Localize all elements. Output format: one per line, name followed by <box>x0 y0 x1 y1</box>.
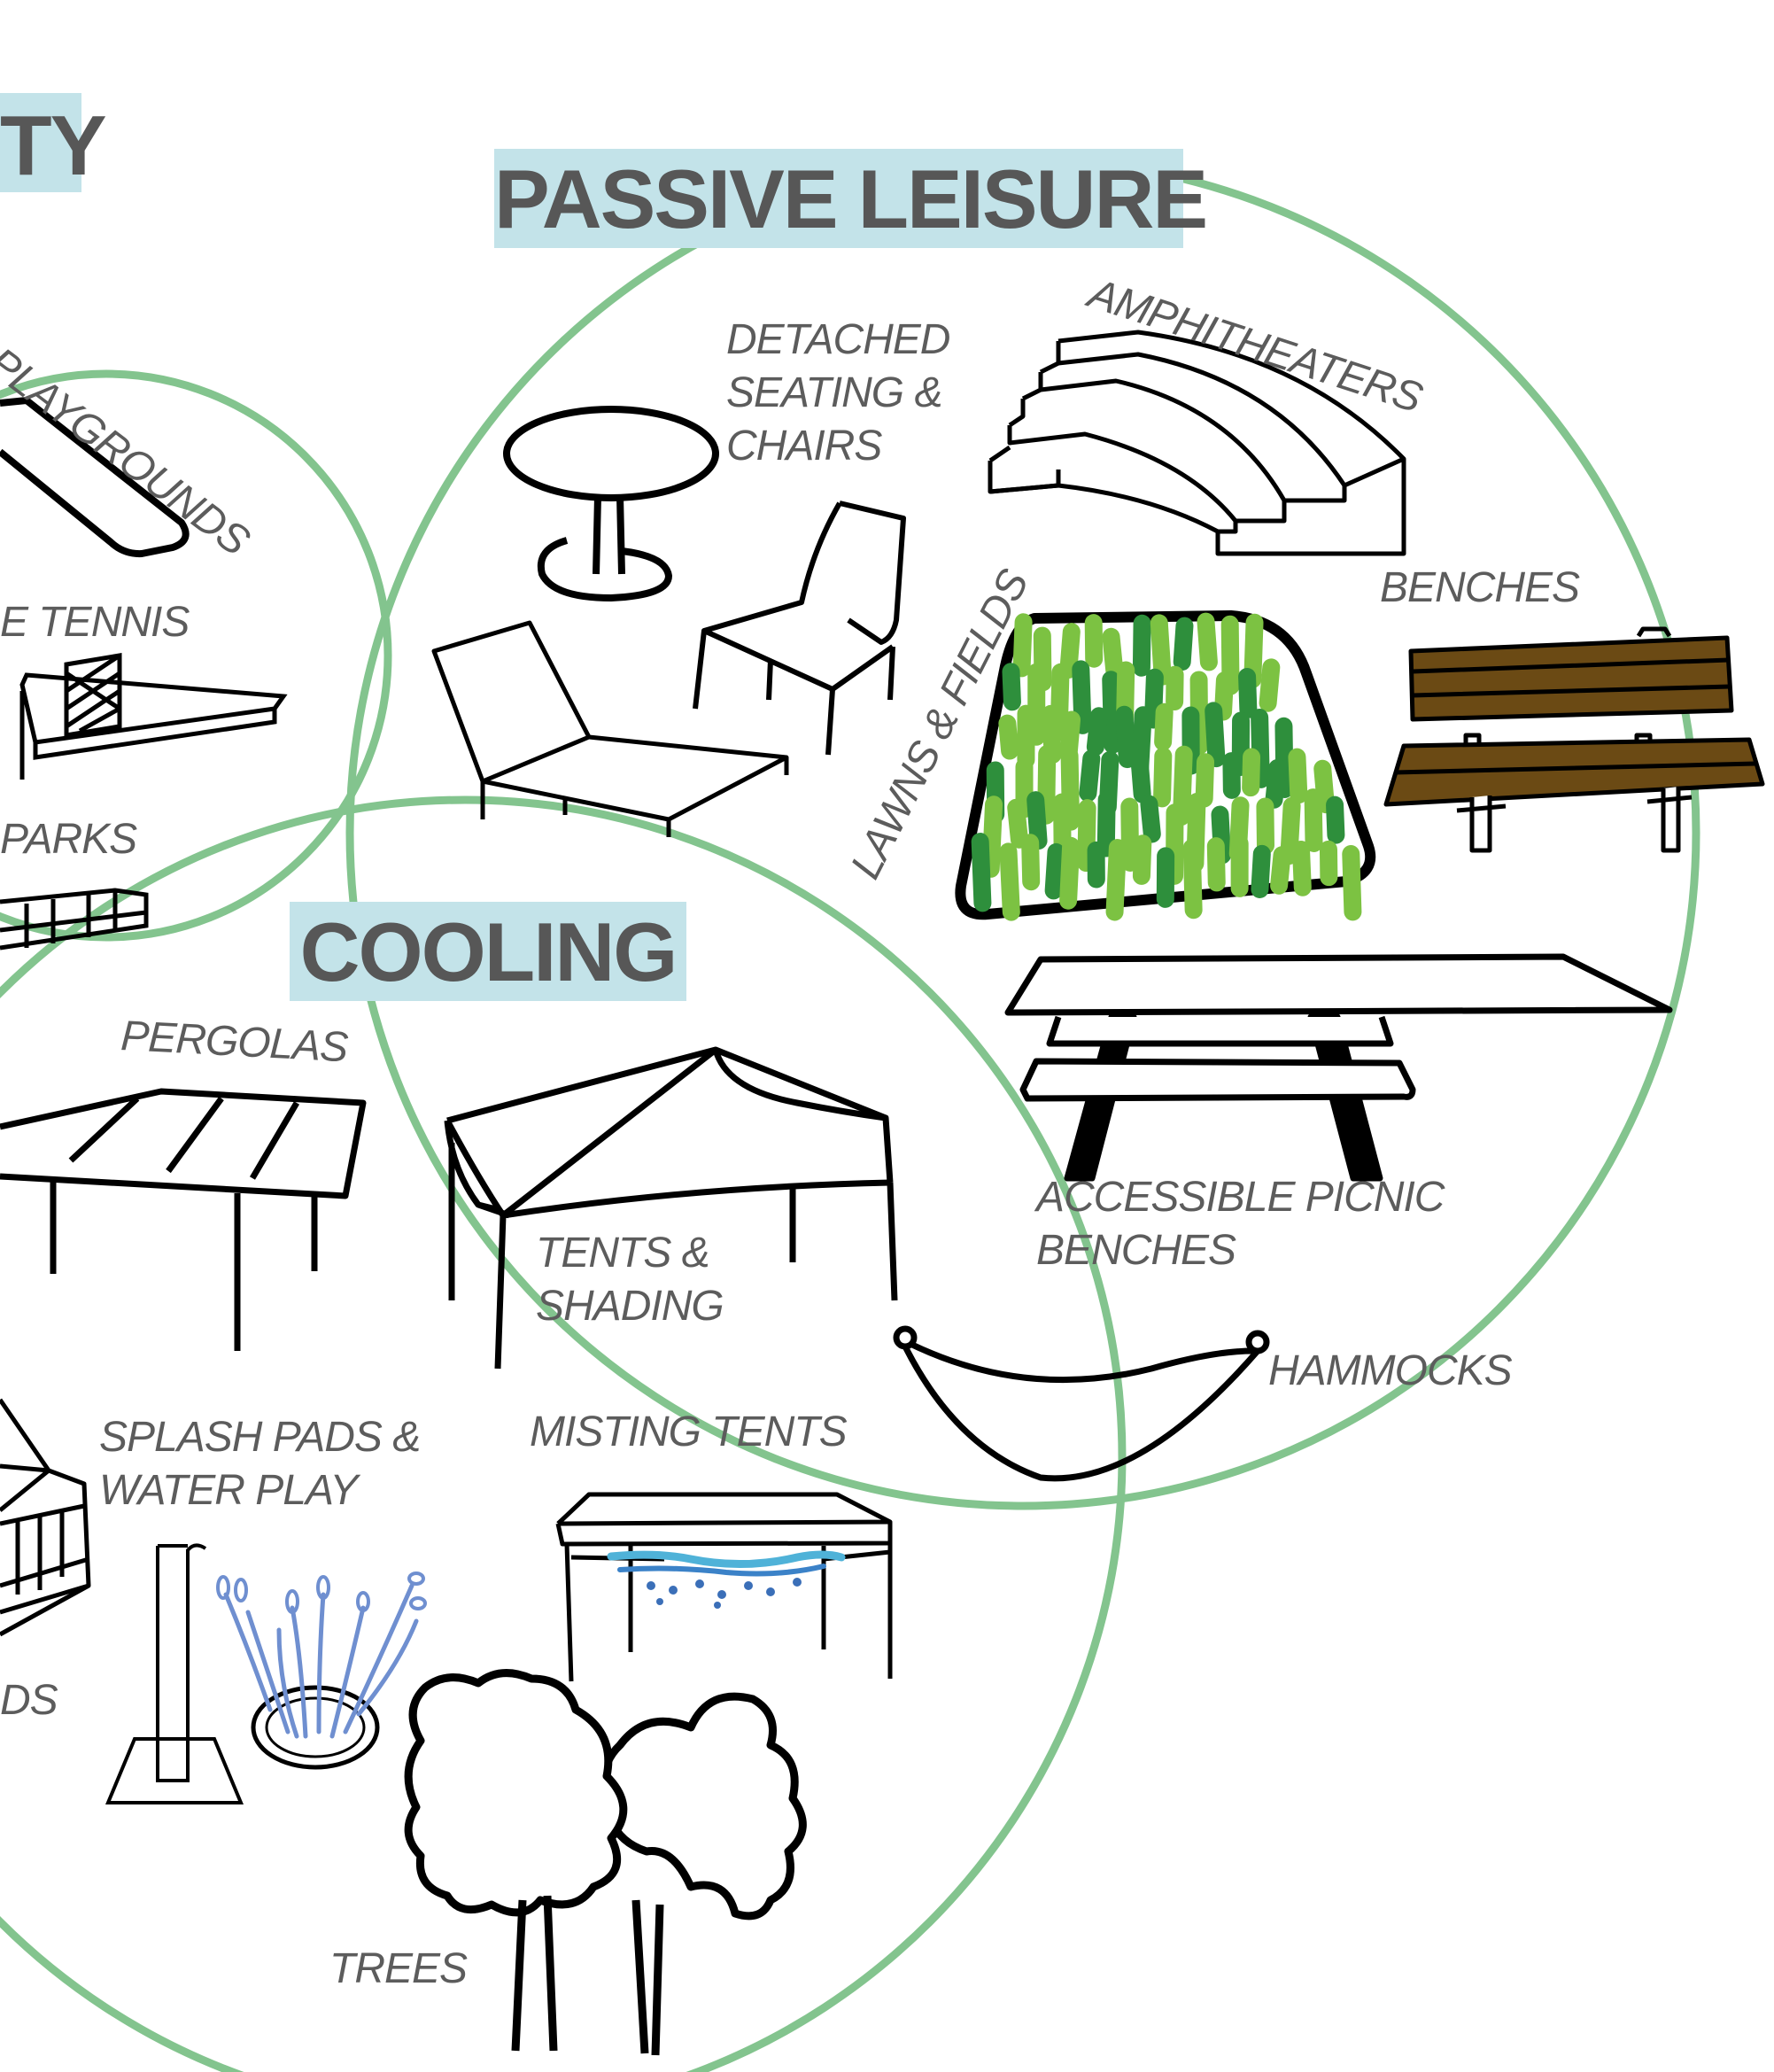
grass-stroke <box>980 842 983 903</box>
label-parks: PARKS <box>0 813 136 866</box>
label-hammocks: HAMMOCKS <box>1268 1345 1512 1398</box>
label-tents-line-2: SHADING <box>536 1280 724 1333</box>
grass-stroke <box>1213 710 1216 758</box>
grass-stroke <box>1153 678 1155 720</box>
label-detached-line-2: SEATING & <box>726 367 949 420</box>
grass-stroke <box>1322 769 1326 804</box>
grass-stroke <box>1022 622 1024 668</box>
label-splash-line-1: SPLASH PADS & <box>99 1411 420 1464</box>
grass-stroke <box>1009 851 1011 912</box>
chair-icon <box>695 503 903 755</box>
grass-stroke <box>1030 842 1031 881</box>
lounge-chair-icon <box>434 623 786 837</box>
grass-stroke <box>991 804 994 869</box>
grass-stroke <box>1106 799 1107 848</box>
grass-stroke <box>1301 850 1303 888</box>
label-benches: BENCHES <box>1380 562 1579 615</box>
grass-stroke <box>1112 637 1115 671</box>
bench-icon <box>1386 629 1762 850</box>
grass-stroke <box>1192 848 1194 910</box>
grass-stroke <box>1216 846 1217 882</box>
grass-stroke <box>1335 805 1336 835</box>
grass-stroke <box>1111 679 1112 745</box>
label-table-tennis: E TENNIS <box>0 596 189 649</box>
label-accessible-picnic: ACCESSIBLE PICNIC BENCHES <box>1036 1171 1444 1277</box>
splash-pad-icon <box>108 1545 425 1803</box>
label-splash-line-2: WATER PLAY <box>99 1464 420 1517</box>
grass-stroke <box>1279 855 1282 886</box>
label-tents-line-1: TENTS & <box>536 1227 724 1280</box>
hammock-icon <box>896 1329 1267 1478</box>
grass-stroke <box>1247 677 1248 710</box>
grass-stroke <box>1313 797 1314 843</box>
grass-stroke <box>1351 854 1352 912</box>
cooling-title: COOLING <box>290 902 686 1001</box>
grass-stroke <box>1163 712 1165 742</box>
grass-stroke <box>1086 808 1087 863</box>
grass-stroke <box>1035 800 1038 841</box>
grass-stroke <box>1223 680 1225 712</box>
grass-stroke <box>1081 669 1082 725</box>
label-splash-pads: SPLASH PADS & WATER PLAY <box>99 1411 420 1517</box>
grass-stroke <box>1115 848 1118 912</box>
picnic-table-icon <box>1008 957 1669 1178</box>
trees-icon <box>408 1673 802 2055</box>
label-trees: TREES <box>329 1943 467 1996</box>
lawn-icon <box>960 616 1370 914</box>
grass-stroke <box>1162 757 1163 799</box>
grass-stroke <box>1016 808 1019 840</box>
grass-stroke <box>1139 758 1142 794</box>
label-picnic-line-1: ACCESSIBLE PICNIC <box>1036 1171 1444 1224</box>
grass-stroke <box>1259 854 1261 889</box>
grass-stroke <box>1142 843 1143 876</box>
grass-stroke <box>1124 715 1127 759</box>
grass-stroke <box>1206 622 1209 663</box>
mist-spray <box>611 1555 841 1609</box>
grass-stroke <box>1274 768 1278 800</box>
passive-leisure-title: PASSIVE LEISURE <box>494 149 1183 248</box>
grass-stroke <box>1046 754 1047 816</box>
partial-category-title: TY <box>0 93 81 192</box>
grass-stroke <box>1088 758 1091 793</box>
grass-stroke <box>1182 626 1185 662</box>
grass-stroke <box>1129 807 1130 863</box>
table-tennis-icon <box>22 656 283 780</box>
grass-stroke <box>1289 806 1291 856</box>
grass-stroke <box>1068 846 1071 901</box>
grass-stroke <box>1265 806 1266 845</box>
grass-stroke <box>1149 804 1151 834</box>
label-misting-tents: MISTING TENTS <box>530 1406 847 1459</box>
grass-stroke <box>1142 624 1143 668</box>
grass-stroke <box>1054 852 1057 890</box>
misting-tent-icon <box>558 1494 890 1681</box>
round-table-icon <box>507 409 716 598</box>
grass-stroke <box>1297 757 1298 795</box>
label-picnic-line-2: BENCHES <box>1036 1224 1444 1277</box>
label-tents-shading: TENTS & SHADING <box>536 1227 724 1333</box>
grass-stroke <box>1268 667 1272 702</box>
grass-stroke <box>1068 632 1071 670</box>
pergola-icon <box>0 1091 363 1351</box>
label-ds-partial: DS <box>0 1674 58 1727</box>
grass-stroke <box>1159 623 1163 676</box>
label-detached-line-3: CHAIRS <box>726 420 949 473</box>
grass-stroke <box>1007 724 1010 751</box>
grass-stroke <box>1096 716 1099 747</box>
gazebo-icon <box>0 1400 89 1634</box>
label-detached-line-1: DETACHED <box>726 314 949 367</box>
label-detached-seating: DETACHED SEATING & CHAIRS <box>726 314 949 473</box>
